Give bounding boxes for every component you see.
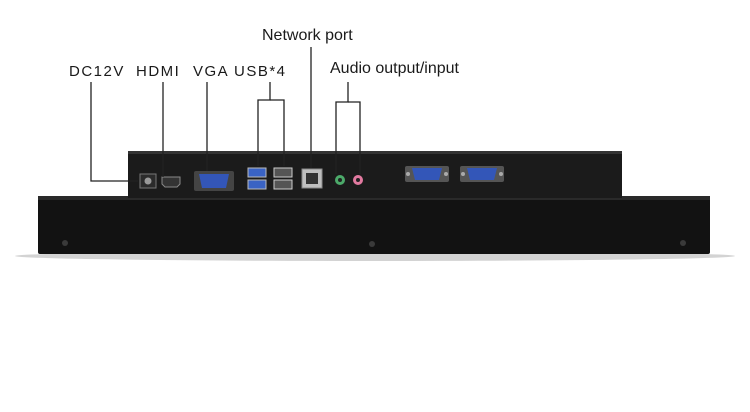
usb-port-2 [247,179,267,190]
usb-port-3 [273,167,293,178]
label-network-port: Network port [262,27,353,44]
screw-right [680,240,686,246]
label-usb: USB*4 [234,63,287,80]
label-dc12v: DC12V [69,63,125,80]
com-port-2 [467,168,497,180]
com-port-1 [412,168,442,180]
label-vga: VGA [193,63,230,80]
usb-port-4 [273,179,293,190]
hdmi-port [161,176,181,188]
leader-lines [90,47,361,182]
chassis-body [38,197,710,254]
screw-middle [369,241,375,247]
usb-port-1 [247,167,267,178]
label-audio: Audio output/input [330,60,459,77]
label-hdmi: HDMI [136,63,181,80]
io-panel-top [128,151,622,154]
screw-left [62,240,68,246]
vga-port [199,174,229,188]
